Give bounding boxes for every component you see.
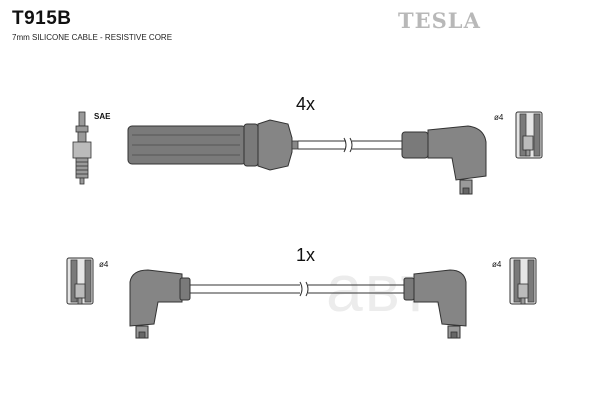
ignition-cable xyxy=(298,137,406,153)
part-number: T915B xyxy=(12,8,72,29)
diameter-label-right: ø4 xyxy=(492,260,502,269)
angled-boot-left-icon xyxy=(129,269,191,339)
diameter-label-left: ø4 xyxy=(99,260,109,269)
coil-cap-icon xyxy=(515,111,543,159)
cable-description: 7mm SILICONE CABLE - RESISTIVE CORE xyxy=(12,33,173,42)
spark-plug-icon xyxy=(72,111,92,185)
straight-boot-icon xyxy=(127,119,299,171)
plug-type-label: SAE xyxy=(94,112,111,121)
diameter-label-top: ø4 xyxy=(494,113,504,122)
brand-logo: TESLA xyxy=(398,8,481,33)
angled-boot-right-icon xyxy=(403,269,467,339)
angled-boot-icon xyxy=(401,125,487,195)
ignition-cable-short xyxy=(190,281,406,297)
quantity-label-short: 1x xyxy=(296,245,316,265)
coil-cap-right-icon xyxy=(509,257,537,305)
quantity-label-long: 4x xyxy=(296,94,316,114)
coil-cap-left-icon xyxy=(66,257,94,305)
